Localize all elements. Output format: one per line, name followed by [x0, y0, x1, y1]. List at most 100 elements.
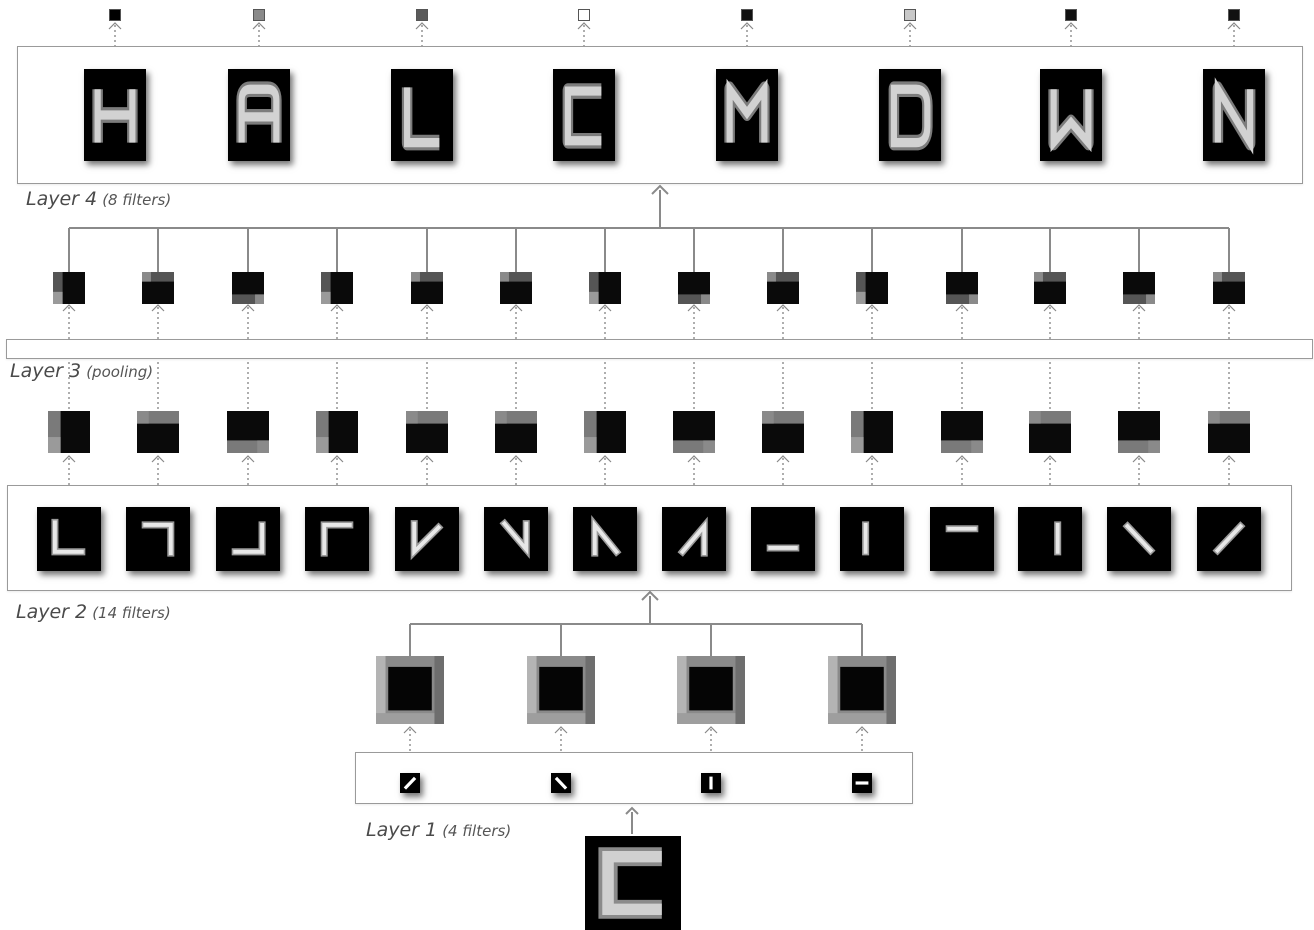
- layer4-filter-h: [84, 69, 146, 161]
- layer1-detail: (4 filters): [442, 822, 511, 840]
- layer3-dotted-arrow-4-head: [331, 305, 343, 311]
- layer2-dotted-arrow-11-head: [956, 456, 968, 462]
- layer2-filter-n-left: [573, 507, 637, 571]
- layer2-response-8: [673, 411, 715, 453]
- layer2-dotted-arrow-9-head: [777, 456, 789, 462]
- layer4-dotted-arrow-5-head: [741, 23, 753, 29]
- layer2-response-13: [1118, 411, 1160, 453]
- layer3-pooled-1: [53, 272, 85, 304]
- layer4-output-h: [109, 9, 121, 21]
- layer2-detail: (14 filters): [92, 604, 171, 622]
- layer4-detail: (8 filters): [102, 191, 171, 209]
- layer4-output-m: [741, 9, 753, 21]
- l3-to-layer4-arrow-head: [652, 186, 668, 194]
- layer2-response-2: [137, 411, 179, 453]
- layer3-dotted-arrow-7-head: [599, 305, 611, 311]
- layer3-pooled-7: [589, 272, 621, 304]
- layer2-response-7: [584, 411, 626, 453]
- layer1-dotted-arrow-4-head: [856, 727, 868, 733]
- layer1-response-1: [376, 656, 444, 724]
- layer1-caption: Layer 1 (4 filters): [366, 819, 511, 841]
- layer4-output-w: [1065, 9, 1077, 21]
- layer2-filter-corner-bottom-left: [37, 507, 101, 571]
- layer3-box: [6, 339, 1313, 359]
- layer4-title: Layer 4: [26, 188, 97, 210]
- l1-to-layer2-arrow-head: [642, 592, 658, 600]
- layer3-caption: Layer 3 (pooling): [10, 360, 153, 382]
- layer1-filter-diag-up: [400, 773, 420, 793]
- layer4-filter-n: [1203, 69, 1265, 161]
- layer4-output-c: [578, 9, 590, 21]
- layer1-response-2: [527, 656, 595, 724]
- layer3-detail: (pooling): [86, 363, 153, 381]
- layer2-filter-v-right: [662, 507, 726, 571]
- layer2-filter-left-bar: [840, 507, 904, 571]
- layer2-dotted-arrow-7-head: [599, 456, 611, 462]
- layer2-response-11: [941, 411, 983, 453]
- layer3-dotted-arrow-13-head: [1133, 305, 1145, 311]
- layer3-dotted-arrow-1-head: [63, 305, 75, 311]
- layer2-box: [7, 485, 1292, 591]
- layer3-dotted-arrow-5-head: [421, 305, 433, 311]
- layer2-dotted-arrow-13-head: [1133, 456, 1145, 462]
- layer2-response-6: [495, 411, 537, 453]
- layer2-filter-corner-bottom-right: [216, 507, 280, 571]
- layer3-pooled-2: [142, 272, 174, 304]
- layer4-output-a: [253, 9, 265, 21]
- layer2-filter-diag-up: [1197, 507, 1261, 571]
- layer3-dotted-arrow-11-head: [956, 305, 968, 311]
- layer4-dotted-arrow-6-head: [904, 23, 916, 29]
- layer2-filter-top-bar: [930, 507, 994, 571]
- layer4-dotted-arrow-8-head: [1228, 23, 1240, 29]
- layer4-output-d: [904, 9, 916, 21]
- layer1-dotted-arrow-3-head: [705, 727, 717, 733]
- layer4-dotted-arrow-3-head: [416, 23, 428, 29]
- layer4-output-n: [1228, 9, 1240, 21]
- layer2-response-10: [851, 411, 893, 453]
- input-image-c: [585, 836, 681, 930]
- layer2-dotted-arrow-14-head: [1223, 456, 1235, 462]
- layer4-filter-d: [879, 69, 941, 161]
- layer2-filter-corner-top-right: [126, 507, 190, 571]
- layer2-filter-v-left: [395, 507, 459, 571]
- layer2-filter-corner-top-left: [305, 507, 369, 571]
- layer3-pooled-4: [321, 272, 353, 304]
- layer4-caption: Layer 4 (8 filters): [26, 188, 171, 210]
- layer2-response-5: [406, 411, 448, 453]
- layer1-filter-vertical: [701, 773, 721, 793]
- layer4-box: [17, 46, 1303, 184]
- layer2-dotted-arrow-6-head: [510, 456, 522, 462]
- layer3-pooled-6: [500, 272, 532, 304]
- layer1-title: Layer 1: [366, 819, 437, 841]
- layer2-response-14: [1208, 411, 1250, 453]
- layer4-dotted-arrow-2-head: [253, 23, 265, 29]
- layer3-pooled-13: [1123, 272, 1155, 304]
- layer3-dotted-arrow-6-head: [510, 305, 522, 311]
- layer1-response-4: [828, 656, 896, 724]
- layer3-dotted-arrow-10-head: [866, 305, 878, 311]
- layer3-pooled-14: [1213, 272, 1245, 304]
- layer2-filter-n-right: [484, 507, 548, 571]
- layer2-dotted-arrow-2-head: [152, 456, 164, 462]
- layer4-filter-l: [391, 69, 453, 161]
- layer3-title: Layer 3: [10, 360, 81, 382]
- layer4-filter-c: [553, 69, 615, 161]
- layer2-title: Layer 2: [16, 601, 87, 623]
- layer2-dotted-arrow-3-head: [242, 456, 254, 462]
- layer3-dotted-arrow-14-head: [1223, 305, 1235, 311]
- layer3-pooled-9: [767, 272, 799, 304]
- layer3-dotted-arrow-9-head: [777, 305, 789, 311]
- layer1-dotted-arrow-1-head: [404, 727, 416, 733]
- layer2-dotted-arrow-12-head: [1044, 456, 1056, 462]
- layer3-pooled-10: [856, 272, 888, 304]
- layer2-response-9: [762, 411, 804, 453]
- layer2-dotted-arrow-4-head: [331, 456, 343, 462]
- layer2-dotted-arrow-8-head: [688, 456, 700, 462]
- layer2-dotted-arrow-5-head: [421, 456, 433, 462]
- layer4-filter-a: [228, 69, 290, 161]
- layer2-filter-right-bar: [1018, 507, 1082, 571]
- layer3-dotted-arrow-3-head: [242, 305, 254, 311]
- layer3-pooled-12: [1034, 272, 1066, 304]
- layer2-caption: Layer 2 (14 filters): [16, 601, 171, 623]
